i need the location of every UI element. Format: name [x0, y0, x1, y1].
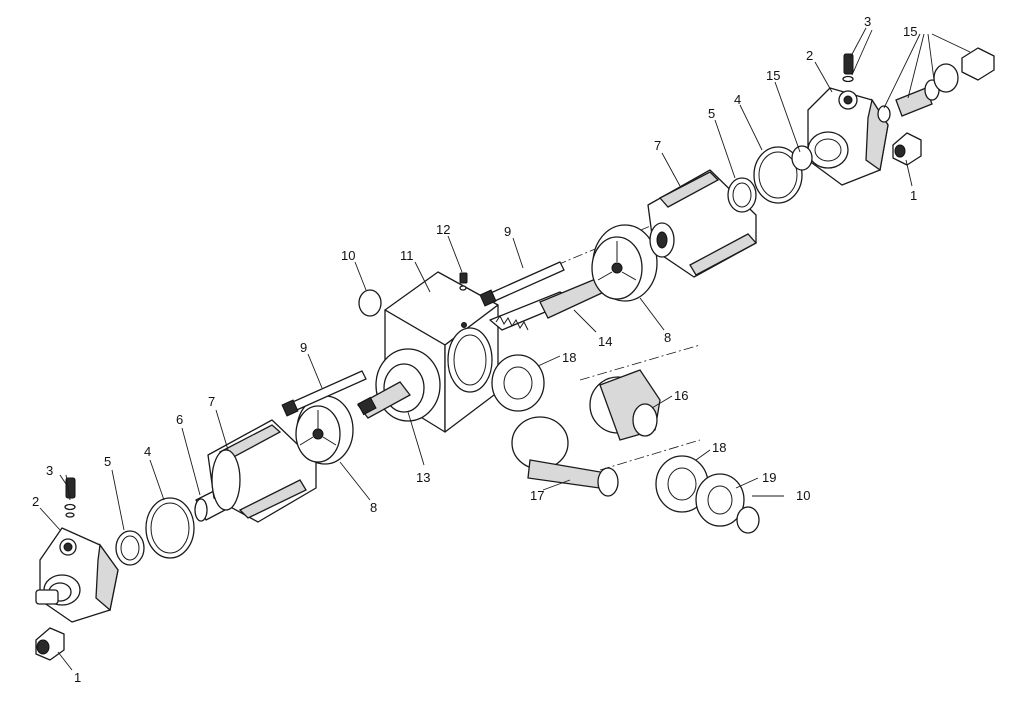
callout-12: 12 — [436, 222, 450, 237]
callout-4a: 4 — [144, 444, 151, 459]
tie-rod-right — [479, 261, 565, 307]
end-cap-right — [791, 87, 889, 186]
callout-16: 16 — [674, 388, 688, 403]
callout-5a: 5 — [104, 454, 111, 469]
callout-18b: 18 — [712, 440, 726, 455]
callout-7a: 7 — [208, 394, 215, 409]
callout-2b: 2 — [806, 48, 813, 63]
seal-left — [115, 530, 145, 566]
callout-17: 17 — [530, 488, 544, 503]
rack-14 — [489, 277, 605, 331]
oring-small-top — [358, 289, 382, 317]
piston-left — [295, 395, 354, 465]
callout-4b: 4 — [734, 92, 741, 107]
callout-1b: 1 — [910, 188, 917, 203]
callout-9b: 9 — [504, 224, 511, 239]
callout-15a: 15 — [903, 24, 917, 39]
oring-small-bottom — [736, 506, 760, 534]
fitting-right — [892, 132, 922, 166]
oring-large-right — [753, 146, 803, 204]
callout-10b: 10 — [796, 488, 810, 503]
plug-12 — [459, 272, 468, 291]
oring-large-left — [145, 497, 195, 559]
callout-9a: 9 — [300, 340, 307, 355]
callout-14: 14 — [598, 334, 612, 349]
leader-lines — [39, 27, 971, 671]
callout-3b: 3 — [864, 14, 871, 29]
piston-right — [591, 224, 658, 302]
end-cap-left — [35, 527, 119, 623]
seal-right — [727, 177, 757, 213]
bearing-lower — [655, 455, 709, 513]
callout-15b: 15 — [766, 68, 780, 83]
bleed-screw-left — [64, 477, 76, 518]
callout-13: 13 — [416, 470, 430, 485]
pinion-gear-16 — [589, 369, 661, 441]
callout-7b: 7 — [654, 138, 661, 153]
tie-rod-left — [281, 370, 367, 417]
fitting-left — [35, 627, 65, 661]
cylinder-left — [207, 419, 317, 523]
callout-8a: 8 — [370, 500, 377, 515]
callout-11: 11 — [400, 248, 414, 263]
bleed-screw-right — [842, 53, 854, 83]
callout-3a: 3 — [46, 463, 53, 478]
callout-1a: 1 — [74, 670, 81, 685]
callout-18a: 18 — [562, 350, 576, 365]
callout-5b: 5 — [708, 106, 715, 121]
bearing-upper — [491, 354, 545, 412]
gear-shaft-17 — [511, 416, 619, 497]
callout-10a: 10 — [341, 248, 355, 263]
callout-6: 6 — [176, 412, 183, 427]
input-pinion — [357, 348, 441, 422]
locknut-19 — [695, 473, 745, 527]
callout-8b: 8 — [664, 330, 671, 345]
callout-labels: 1 1 2 2 3 3 4 4 5 5 6 7 7 8 8 9 9 10 10 … — [32, 14, 917, 685]
callout-2a: 2 — [32, 494, 39, 509]
callout-19: 19 — [762, 470, 776, 485]
